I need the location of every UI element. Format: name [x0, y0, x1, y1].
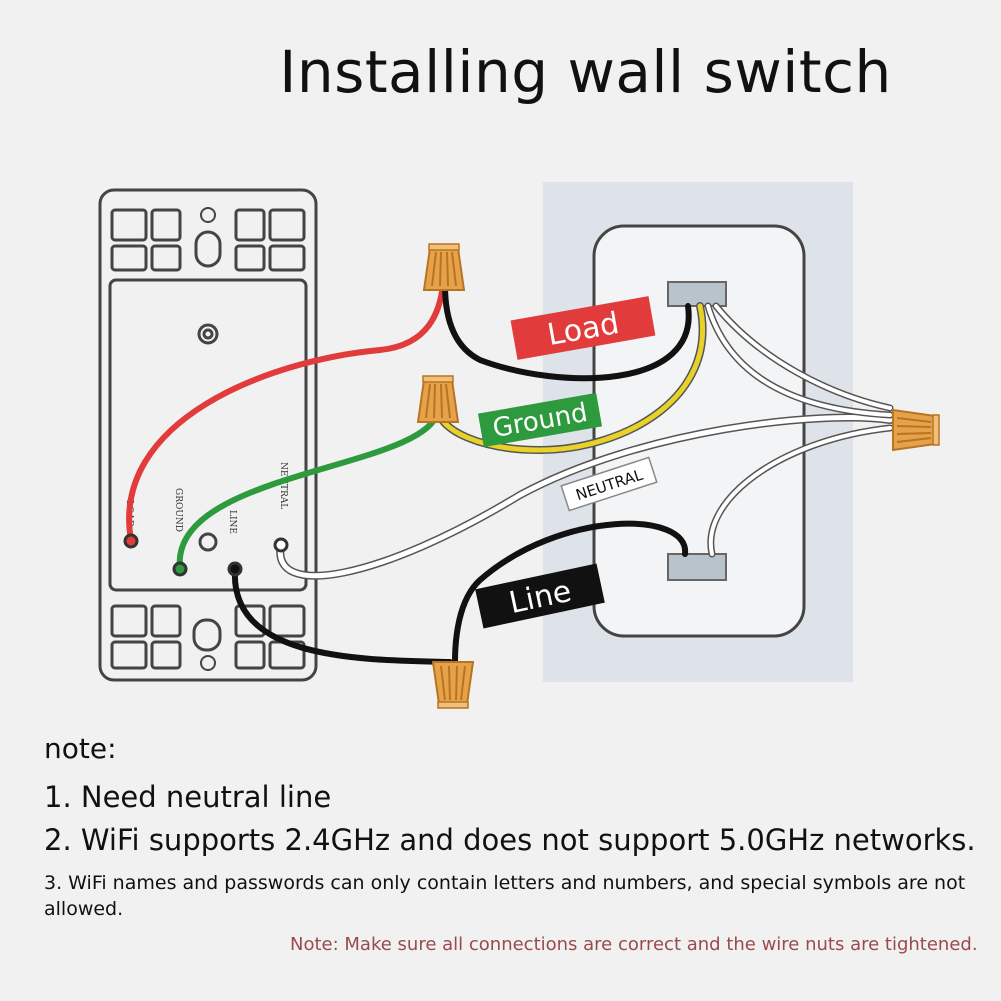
- box-connector-top: [667, 281, 727, 307]
- page-title: Installing wall switch: [279, 38, 892, 106]
- terminal-label-line: LINE: [227, 510, 237, 534]
- line-tag: Line: [475, 563, 605, 629]
- line-wire: [231, 567, 453, 665]
- wire-nut-line: [432, 661, 474, 709]
- terminal-label-ground: GROUND: [173, 488, 183, 532]
- note-item-2: 2. WiFi supports 2.4GHz and does not sup…: [44, 823, 976, 857]
- note-item-3: 3. WiFi names and passwords can only con…: [44, 872, 966, 920]
- notes-heading: note:: [44, 732, 117, 765]
- smart-switch: [98, 188, 318, 682]
- terminal-label-neutral: NEUTRAL: [278, 462, 288, 509]
- warning-note: Note: Make sure all connections are corr…: [290, 934, 978, 955]
- load-wire: [126, 282, 446, 543]
- screw-icon: [200, 207, 216, 671]
- ground-wire: [176, 407, 441, 571]
- line-wire-box: [452, 520, 689, 665]
- wire-nut-ground: [417, 375, 459, 423]
- box-connector-bottom: [667, 553, 727, 581]
- load-wire-box: [442, 282, 692, 382]
- note-item-1: 1. Need neutral line: [44, 780, 332, 814]
- wire-nut-neutral: [892, 409, 940, 451]
- terminal-screws: [123, 533, 289, 577]
- wire-nut-load: [423, 243, 465, 291]
